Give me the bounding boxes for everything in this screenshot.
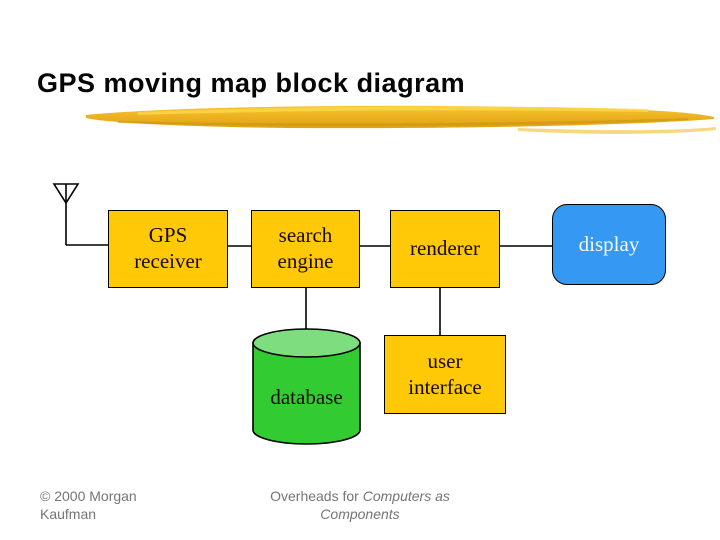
search-engine-node: search engine [251, 210, 360, 288]
database-cylinder-top [252, 328, 361, 358]
footer-book-title-part2: Components [320, 506, 400, 523]
slide-title: GPS moving map block diagram [37, 68, 466, 98]
footer-copyright: © 2000 Morgan Kaufman [40, 487, 137, 523]
database-node-label: database [270, 384, 343, 409]
display-node: display [552, 204, 666, 285]
brush-stroke-highlight [138, 106, 648, 115]
gps-receiver-label-line2: receiver [134, 249, 202, 273]
search-engine-label-line1: search [278, 223, 333, 248]
footer-copyright-line2: Kaufman [40, 506, 97, 523]
footer-course-title-line1: Overheads for Computers as [235, 487, 485, 505]
search-engine-label-line2: engine [277, 249, 334, 273]
footer-book-title-part1: Computers as [362, 488, 450, 504]
renderer-label: renderer [410, 236, 480, 261]
database-cylinder-body [252, 342, 361, 445]
brush-stroke-shadow [118, 118, 688, 127]
brush-stroke-tail [518, 127, 716, 134]
brush-stroke-underline [86, 105, 716, 134]
user-interface-label-line2: interface [408, 374, 482, 399]
renderer-node: renderer [390, 210, 500, 288]
user-interface-node: user interface [384, 335, 506, 414]
gps-receiver-label-line1: GPS [148, 223, 188, 248]
display-label: display [578, 231, 640, 256]
gps-receiver-node: GPS receiver [108, 210, 228, 288]
user-interface-label-line1: user [427, 348, 463, 373]
footer-overheads-text: Overheads for [270, 488, 363, 504]
footer-copyright-line1: © 2000 Morgan [40, 488, 137, 504]
footer-course-title: Overheads for Computers as Components [235, 487, 485, 523]
